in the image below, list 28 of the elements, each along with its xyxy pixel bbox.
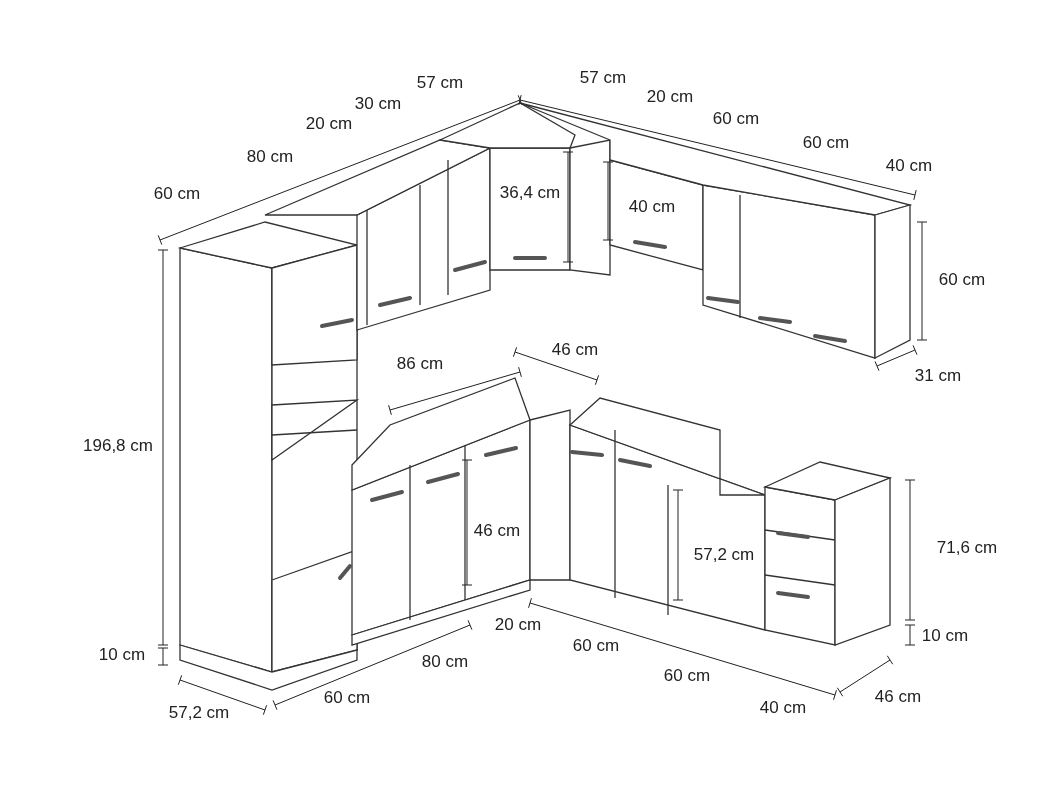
- dimension-label: 60 cm: [571, 636, 621, 656]
- dimension-label: 60 cm: [322, 688, 372, 708]
- dimension-label: 40 cm: [758, 698, 808, 718]
- dimension-label: 46 cm: [550, 340, 600, 360]
- dimension-label: 10 cm: [920, 626, 970, 646]
- dimension-label: 57 cm: [415, 73, 465, 93]
- dimension-label: 46 cm: [873, 687, 923, 707]
- dimension-label: 196,8 cm: [82, 436, 154, 456]
- dimension-label: 20 cm: [304, 114, 354, 134]
- dimension-label: 57,2 cm: [167, 703, 231, 723]
- dimension-label: 71,6 cm: [935, 538, 999, 558]
- dimension-label: 36,4 cm: [498, 183, 562, 203]
- dimension-label: 20 cm: [645, 87, 695, 107]
- dimension-label: 57 cm: [578, 68, 628, 88]
- dimension-label: 40 cm: [884, 156, 934, 176]
- dimension-label: 80 cm: [420, 652, 470, 672]
- dimension-label: 60 cm: [662, 666, 712, 686]
- dimension-label: 60 cm: [711, 109, 761, 129]
- dimension-label: 86 cm: [395, 354, 445, 374]
- dimension-label: 31 cm: [913, 366, 963, 386]
- dimension-label: 57,2 cm: [692, 545, 756, 565]
- dimension-label: 60 cm: [937, 270, 987, 290]
- dimension-label: 80 cm: [245, 147, 295, 167]
- dimension-label: 20 cm: [493, 615, 543, 635]
- dimension-label: 60 cm: [801, 133, 851, 153]
- dimension-label: 10 cm: [97, 645, 147, 665]
- dimension-label: 30 cm: [353, 94, 403, 114]
- dimension-label: 60 cm: [152, 184, 202, 204]
